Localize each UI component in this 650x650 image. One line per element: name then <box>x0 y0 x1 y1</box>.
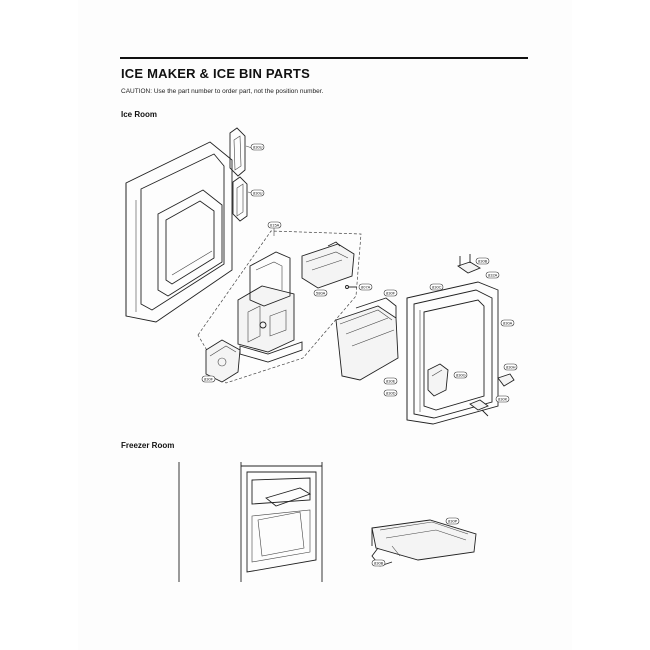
callout-15: 830H <box>503 363 518 371</box>
hinge-lower <box>469 373 515 417</box>
section-label-ice-room: Ice Room <box>121 110 158 119</box>
ice-maker-housing <box>237 251 303 363</box>
callout-6: 830F <box>383 289 398 297</box>
callout-3: 615A <box>267 221 282 236</box>
ice-room-cover <box>406 281 499 425</box>
callout-11: 830A <box>500 319 515 327</box>
callout-14: 830D <box>383 389 398 397</box>
svg-text:807A: 807A <box>361 285 371 290</box>
svg-text:830B: 830B <box>374 561 384 566</box>
callout-10: 830C <box>429 283 444 291</box>
door-strip-upper <box>229 127 253 177</box>
section-label-freezer-room: Freezer Room <box>121 441 175 450</box>
svg-text:830U: 830U <box>253 145 263 150</box>
auger-motor <box>205 339 241 383</box>
ice-bin <box>335 297 399 381</box>
callout-12: 830E <box>383 377 398 385</box>
callout-13: 830G <box>453 371 468 379</box>
ice-room-door <box>125 141 233 323</box>
svg-text:580A: 580A <box>316 291 326 296</box>
svg-text:830G: 830G <box>456 373 466 378</box>
svg-text:830H: 830H <box>506 365 516 370</box>
callout-16: 830K <box>495 395 510 403</box>
callout-2: 830U <box>250 189 265 197</box>
manual-page <box>78 0 572 650</box>
callout-8: 830B <box>475 257 490 265</box>
svg-text:830F: 830F <box>386 291 396 296</box>
svg-text:830A: 830A <box>503 321 513 326</box>
svg-text:830F: 830F <box>204 377 214 382</box>
callout-18: 830B <box>371 559 386 567</box>
callout-1: 830U <box>250 143 265 151</box>
svg-text:830B: 830B <box>478 259 488 264</box>
hinge-upper <box>457 254 481 274</box>
callout-5: 807A <box>358 283 373 291</box>
header-rule <box>120 57 528 59</box>
page-title: ICE MAKER & ICE BIN PARTS <box>121 66 310 81</box>
svg-text:830C: 830C <box>432 285 442 290</box>
door-strip-lower <box>232 176 253 222</box>
ice-maker-motor <box>301 241 355 289</box>
svg-text:830E: 830E <box>386 379 396 384</box>
callout-4: 580A <box>313 289 328 297</box>
svg-text:830K: 830K <box>498 397 508 402</box>
callout-17: 830P <box>445 517 460 525</box>
freezer-cabinet <box>178 462 323 582</box>
freezer-ice-tray <box>371 519 477 567</box>
svg-text:830U: 830U <box>253 191 263 196</box>
callout-7: 830F <box>201 375 216 383</box>
caution-note: CAUTION: Use the part number to order pa… <box>121 88 324 95</box>
assembly-boundary <box>197 230 362 384</box>
svg-text:830P: 830P <box>448 519 458 524</box>
callout-9: 832A <box>485 271 500 279</box>
svg-text:832A: 832A <box>488 273 498 278</box>
svg-text:830D: 830D <box>386 391 396 396</box>
latch <box>427 363 449 397</box>
screw <box>345 285 357 289</box>
svg-text:615A: 615A <box>270 223 280 228</box>
